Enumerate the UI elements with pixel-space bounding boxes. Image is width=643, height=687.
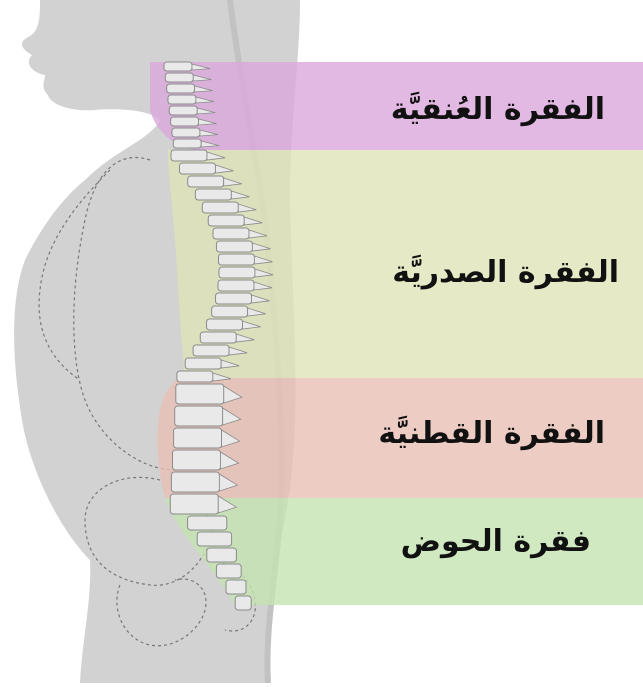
vertebra (200, 332, 236, 343)
vertebra (169, 106, 197, 115)
vertebra (218, 254, 254, 265)
vertebra (195, 189, 231, 200)
vertebra (171, 472, 219, 492)
vertebra (202, 202, 238, 213)
vertebra (226, 580, 246, 594)
vertebra (188, 176, 224, 187)
vertebra (164, 62, 192, 71)
vertebra (185, 358, 221, 369)
vertebra (216, 564, 241, 578)
cervical-region-label: الفقرة العُنقيَّة (391, 92, 605, 127)
vertebra (216, 241, 252, 252)
vertebra (165, 73, 193, 82)
vertebra (197, 532, 231, 546)
sacral-region-label: فقرة الحوض (401, 524, 591, 559)
vertebra (219, 267, 255, 278)
vertebra (167, 84, 195, 93)
vertebra (213, 228, 249, 239)
vertebra (168, 95, 196, 104)
vertebra (208, 215, 244, 226)
vertebra (207, 548, 237, 562)
vertebra (173, 139, 201, 148)
vertebra (235, 596, 251, 610)
vertebra (174, 428, 222, 448)
vertebra (171, 117, 199, 126)
vertebra (175, 406, 223, 426)
vertebra (179, 163, 215, 174)
vertebra (172, 128, 200, 137)
vertebra (177, 371, 213, 382)
vertebra (207, 319, 243, 330)
vertebra (212, 306, 248, 317)
vertebra (170, 494, 218, 514)
vertebra (173, 450, 221, 470)
vertebra (171, 150, 207, 161)
vertebra (218, 280, 254, 291)
vertebra (176, 384, 224, 404)
vertebra (216, 293, 252, 304)
thoracic-region-label: الفقرة الصدريَّة (392, 255, 619, 290)
vertebra (188, 516, 227, 530)
vertebra (193, 345, 229, 356)
lumbar-region-label: الفقرة القطنيَّة (378, 416, 605, 451)
